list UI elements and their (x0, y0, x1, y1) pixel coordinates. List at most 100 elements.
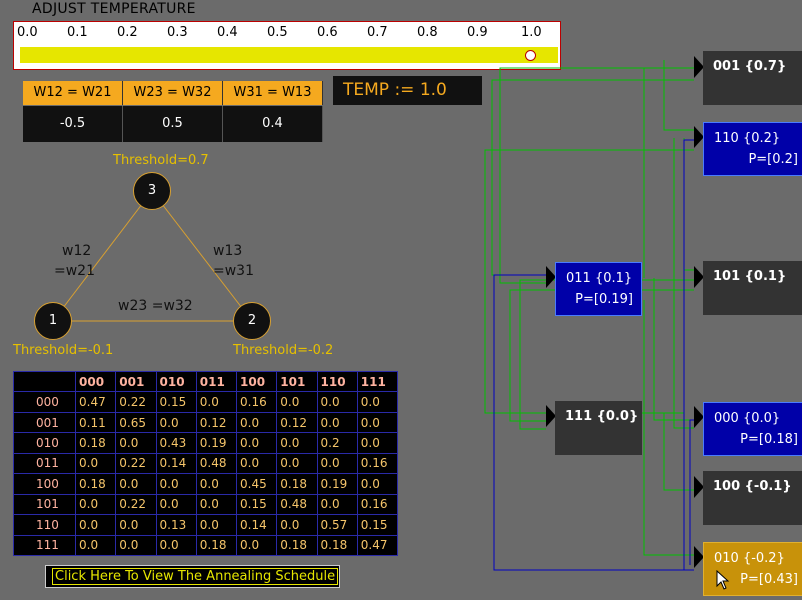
table-cell: 0.16 (235, 391, 278, 413)
table-cell: 0.0 (356, 473, 399, 495)
column-header: 111 (356, 370, 399, 393)
state-010[interactable]: 010 {-0.2} P=[0.43] (703, 542, 802, 596)
arrow-icon (694, 126, 704, 148)
table-cell: 0.18 (276, 473, 318, 495)
table-cell: 0.0 (316, 411, 358, 434)
table-header-row: 000 001 010 011 100 101 110 111 (13, 370, 399, 393)
table-cell: 0.47 (74, 391, 117, 413)
tick-label: 0.8 (417, 25, 438, 40)
tick-label: 0.9 (467, 25, 488, 40)
table-cell: 0.0 (115, 432, 157, 454)
table-cell: 0.43 (155, 432, 197, 454)
row-label: 010 (13, 432, 76, 454)
table-cell: 0.0 (115, 473, 157, 495)
annealing-schedule-button[interactable]: Click Here To View The Annealing Schedul… (45, 565, 340, 588)
table-cell: 0.0 (155, 411, 197, 434)
slider-track[interactable] (20, 47, 558, 63)
state-100[interactable]: 100 {-0.1} (703, 471, 802, 525)
slider-thumb[interactable] (525, 50, 536, 61)
table-cell: 0.0 (195, 391, 238, 413)
tick-label: 0.3 (167, 25, 188, 40)
table-cell: 0.0 (74, 452, 117, 475)
table-cell: 0.0 (316, 391, 358, 413)
w23-label: w23 =w32 (118, 298, 193, 314)
table-cell: 0.18 (74, 432, 117, 454)
table-cell: 0.0 (276, 391, 318, 413)
temperature-display: TEMP := 1.0 (333, 76, 482, 105)
table-cell: 0.13 (155, 514, 197, 536)
arrow-icon (694, 546, 704, 568)
table-cell: 0.0 (235, 432, 278, 454)
table-cell: 0.45 (235, 473, 278, 495)
state-011[interactable]: 011 {0.1} P=[0.19] (555, 262, 642, 316)
state-110[interactable]: 110 {0.2} P=[0.2] (703, 122, 802, 176)
table-cell: 0.18 (74, 473, 117, 495)
edge-w13-left (52, 190, 153, 322)
page-title: ADJUST TEMPERATURE (32, 1, 196, 17)
row-label: 001 (13, 411, 76, 434)
table-cell: 0.0 (356, 391, 399, 413)
state-001[interactable]: 001 {0.7} (703, 51, 802, 105)
table-cell: 0.0 (235, 411, 278, 434)
weight-value[interactable]: 0.5 (123, 106, 223, 142)
tick-label: 0.1 (67, 25, 88, 40)
row-label: 000 (13, 391, 76, 413)
table-cell: 0.22 (115, 493, 157, 516)
table-cell: 0.0 (115, 534, 157, 556)
state-000[interactable]: 000 {0.0} P=[0.18] (703, 402, 802, 456)
table-cell: 0.12 (195, 411, 238, 434)
row-label: 011 (13, 452, 76, 475)
table-cell: 0.0 (235, 452, 278, 475)
weight-value[interactable]: -0.5 (23, 106, 123, 142)
table-cell: 0.0 (195, 473, 238, 495)
table-cell: 0.0 (155, 473, 197, 495)
table-cell: 0.0 (356, 411, 399, 434)
tick-label: 0.5 (267, 25, 288, 40)
table-cell: 0.0 (74, 534, 117, 556)
weight-header: W23 = W32 (123, 81, 223, 105)
row-label: 100 (13, 473, 76, 495)
table-cell: 0.11 (74, 411, 117, 434)
table-cell: 0.22 (115, 452, 157, 475)
neuron-3[interactable]: 3 (133, 172, 171, 210)
edge-w13-right (151, 190, 253, 322)
table-cell: 0.0 (276, 432, 318, 454)
column-header: 100 (235, 370, 278, 393)
table-cell: 0.47 (356, 534, 399, 556)
arrow-icon (694, 56, 704, 78)
tick-label: 0.6 (317, 25, 338, 40)
state-111[interactable]: 111 {0.0} (555, 401, 642, 455)
table-cell: 0.14 (155, 452, 197, 475)
threshold-1: Threshold=-0.1 (13, 343, 114, 358)
table-cell: 0.48 (276, 493, 318, 516)
threshold-2: Threshold=-0.2 (233, 343, 334, 358)
arrow-icon (694, 476, 704, 498)
annealing-schedule-label: Click Here To View The Annealing Schedul… (52, 568, 339, 585)
table-cell: 0.14 (235, 514, 278, 536)
table-cell: 0.0 (276, 514, 318, 536)
column-header: 010 (155, 370, 197, 393)
row-label: 101 (13, 493, 76, 516)
neuron-2[interactable]: 2 (233, 302, 271, 340)
tick-label: 0.0 (17, 25, 38, 40)
neuron-1[interactable]: 1 (34, 302, 72, 340)
table-cell: 0.16 (356, 493, 399, 516)
tick-label: 0.4 (217, 25, 238, 40)
row-label: 110 (13, 514, 76, 536)
arrow-icon (546, 405, 556, 427)
temperature-slider[interactable]: 0.0 0.1 0.2 0.3 0.4 0.5 0.6 0.7 0.8 0.9 … (13, 21, 561, 70)
table-cell: 0.18 (276, 534, 318, 556)
blue-wires (493, 139, 694, 571)
arrow-icon (546, 266, 556, 288)
state-101[interactable]: 101 {0.1} (703, 261, 802, 315)
weight-value[interactable]: 0.4 (223, 106, 323, 142)
tick-label: 1.0 (521, 25, 542, 40)
